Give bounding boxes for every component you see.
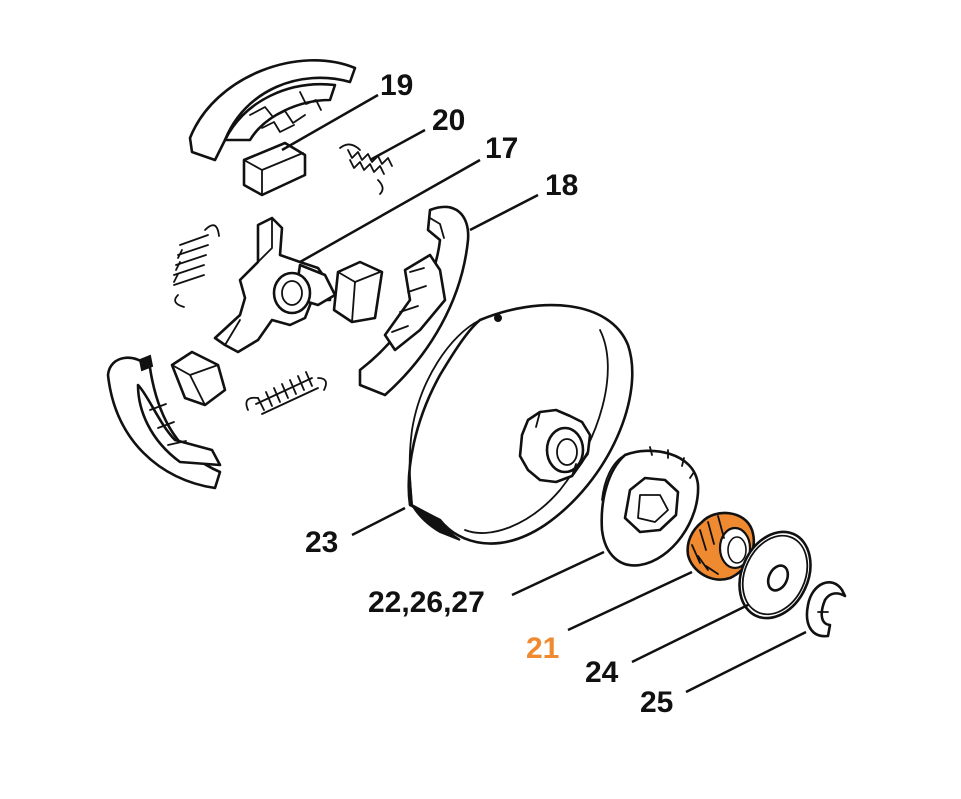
rim-sprocket xyxy=(600,446,700,567)
leader-17 xyxy=(299,158,481,264)
clutch-shoe-right xyxy=(358,205,470,397)
spring-left xyxy=(173,224,220,308)
spring-upper xyxy=(339,143,393,195)
clutch-carrier xyxy=(213,216,337,354)
callout-18: 18 xyxy=(545,169,578,202)
callout-25: 25 xyxy=(640,686,673,719)
shoe-retainer-lower xyxy=(170,350,227,407)
leader-18 xyxy=(469,193,539,232)
spring-lower xyxy=(245,371,327,415)
shoe-retainer-middle xyxy=(332,260,384,324)
shoe-retainer-upper xyxy=(242,141,307,197)
leader-25 xyxy=(685,630,807,694)
callout-20: 20 xyxy=(432,104,465,137)
leader-22 xyxy=(511,550,605,597)
leader-23 xyxy=(351,506,406,537)
washer xyxy=(738,530,812,620)
leader-24 xyxy=(631,603,749,664)
callout-23: 23 xyxy=(305,526,338,559)
callout-19: 19 xyxy=(380,69,413,102)
leader-21 xyxy=(567,570,693,632)
clutch-shoe-lower xyxy=(106,354,222,490)
callout-21: 21 xyxy=(526,632,559,665)
leader-20 xyxy=(369,128,426,162)
leader-19 xyxy=(281,93,379,152)
callout-17: 17 xyxy=(485,132,518,165)
clutch-shoe-upper xyxy=(188,59,357,162)
e-clip xyxy=(805,581,847,638)
callout-24: 24 xyxy=(585,656,619,689)
needle-bearing-highlighted xyxy=(686,511,755,581)
clutch-drum xyxy=(407,303,634,545)
callout-22-26-27: 22,26,27 xyxy=(368,586,485,619)
